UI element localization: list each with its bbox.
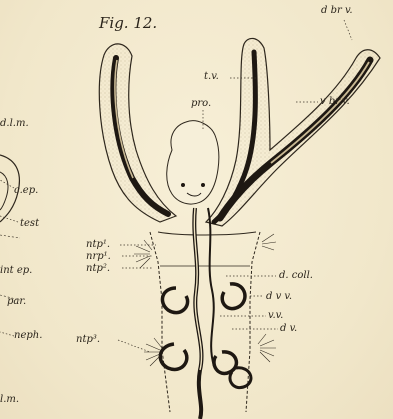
label-v-v: v.v. <box>268 311 283 321</box>
label-nrp1: nrp¹. <box>86 252 111 262</box>
trunk <box>150 232 260 412</box>
label-pro: pro. <box>191 99 211 109</box>
figure-title: Fig. 12. <box>99 14 157 32</box>
label-int-ep: int ep. <box>0 266 32 276</box>
label-d-br-v: d br v. <box>321 6 353 16</box>
label-t-v: t.v. <box>204 72 219 82</box>
left-partial-figure <box>0 155 20 300</box>
right-branchial-arm <box>206 38 380 226</box>
vessels <box>160 208 251 419</box>
label-d-v-v: d v v. <box>266 292 292 302</box>
label-c-ep: c.ep. <box>14 186 38 196</box>
label-l-m: l.m. <box>0 395 19 405</box>
label-v-br-v: v br.v. <box>320 97 350 107</box>
left-branchial-arm <box>99 44 176 222</box>
label-test: test <box>20 219 39 229</box>
label-d-v: d v. <box>280 324 297 334</box>
label-ntp2: ntp². <box>86 264 110 274</box>
label-par: par. <box>7 297 26 307</box>
label-ntp3: ntp³. <box>76 335 100 345</box>
label-d-l-m: d.l.m. <box>0 119 29 129</box>
label-neph: neph. <box>14 331 42 341</box>
label-ntp1: ntp¹. <box>86 240 110 250</box>
label-d-coll: d. coll. <box>279 271 313 281</box>
proboscis <box>167 121 219 204</box>
